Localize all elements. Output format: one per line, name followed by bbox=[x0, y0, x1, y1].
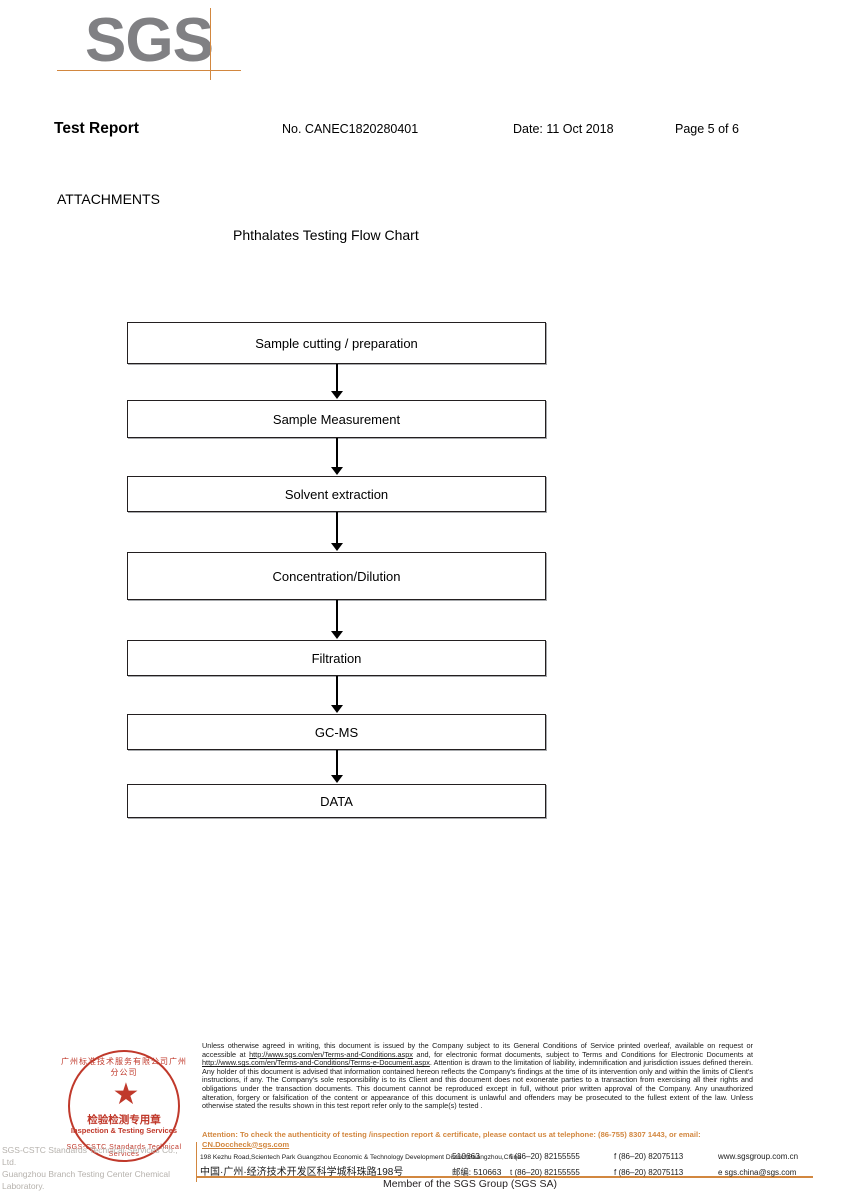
flow-arrow-down-icon bbox=[127, 676, 546, 714]
address-line-chinese: 中国·广州·经济技术开发区科学城科珠路198号 邮编: 510663 t (86–2… bbox=[200, 1163, 815, 1178]
address-en-zip: 510663 bbox=[452, 1151, 480, 1161]
address-cn-fax: f (86–20) 82075113 bbox=[614, 1168, 684, 1177]
seal-arc-top-text: 广州标准技术服务有限公司广州分公司 bbox=[61, 1057, 187, 1077]
sgs-logo: SGS bbox=[85, 6, 214, 75]
page-footer: 广州标准技术服务有限公司广州分公司 ★ 检验检测专用章 Inspection &… bbox=[0, 1036, 850, 1201]
flow-step-label: Concentration/Dilution bbox=[272, 568, 401, 584]
flow-step-label: Sample Measurement bbox=[272, 411, 401, 427]
seal-english-text: Inspection & Testing Services bbox=[70, 1126, 178, 1135]
footer-vertical-rule bbox=[196, 1142, 197, 1182]
report-header: Test Report No. CANEC1820280401 Date: 11… bbox=[0, 120, 850, 144]
terms-conditions-link[interactable]: http://www.sgs.com/en/Terms-and-Conditio… bbox=[202, 1058, 430, 1068]
seal-arc-bottom-text: SGS-CSTC Standards Technical Services bbox=[66, 1144, 182, 1158]
flow-arrow-down-icon bbox=[127, 512, 546, 552]
flow-step-box: GC-MS bbox=[127, 714, 546, 750]
report-number: No. CANEC1820280401 bbox=[282, 122, 419, 136]
attachments-heading: ATTACHMENTS bbox=[57, 191, 160, 207]
address-en-tel: t (86–20) 82155555 bbox=[510, 1152, 580, 1161]
star-icon: ★ bbox=[112, 1078, 140, 1111]
flow-step-label: DATA bbox=[320, 793, 353, 809]
inspection-seal-stamp: 广州标准技术服务有限公司广州分公司 ★ 检验检测专用章 Inspection &… bbox=[60, 1044, 192, 1176]
flow-arrow-down-icon bbox=[127, 750, 546, 784]
address-cn-email: e sgs.china@sgs.com bbox=[718, 1168, 797, 1177]
address-en-website: www.sgsgroup.com.cn bbox=[718, 1152, 799, 1161]
flow-step-label: Filtration bbox=[311, 650, 362, 666]
laboratory-name-line1: SGS-CSTC Standards Technical Services Co… bbox=[2, 1145, 178, 1167]
flow-arrow-down-icon bbox=[127, 438, 546, 476]
flow-step-box: Filtration bbox=[127, 640, 546, 676]
flow-step-box: Sample cutting / preparation bbox=[127, 322, 546, 364]
member-of-group-line: Member of the SGS Group (SGS SA) bbox=[0, 1178, 850, 1190]
address-en-street: 198 Kezhu Road,Scientech Park Guangzhou … bbox=[200, 1154, 521, 1161]
flow-step-box: Solvent extraction bbox=[127, 476, 546, 512]
address-line-english: 198 Kezhu Road,Scientech Park Guangzhou … bbox=[200, 1151, 815, 1161]
report-date: Date: 11 Oct 2018 bbox=[513, 122, 614, 136]
seal-circle bbox=[68, 1050, 180, 1162]
flow-chart-title: Phthalates Testing Flow Chart bbox=[233, 227, 419, 243]
disclaimer-text: Unless otherwise agreed in writing, this… bbox=[202, 1041, 753, 1111]
member-of-group-text: Member of the SGS Group (SGS SA) bbox=[383, 1178, 557, 1190]
page-number: Page 5 of 6 bbox=[675, 122, 739, 136]
masthead: SGS bbox=[0, 0, 850, 96]
address-cn-tel: t (86–20) 82155555 bbox=[510, 1168, 580, 1177]
flow-step-label: Sample cutting / preparation bbox=[255, 335, 418, 351]
flow-arrow-down-icon bbox=[127, 364, 546, 400]
logo-vertical-rule bbox=[210, 8, 211, 80]
page-title: Test Report bbox=[54, 120, 139, 137]
laboratory-name-line2: Guangzhou Branch Testing Center Chemical… bbox=[2, 1169, 171, 1191]
attention-notice: Attention: To check the authenticity of … bbox=[202, 1130, 701, 1149]
flow-step-box: Sample Measurement bbox=[127, 400, 546, 438]
footer-horizontal-rule bbox=[196, 1176, 813, 1178]
flow-step-box: DATA bbox=[127, 784, 546, 818]
flow-step-box: Concentration/Dilution bbox=[127, 552, 546, 600]
logo-horizontal-rule bbox=[57, 70, 241, 71]
flow-step-label: Solvent extraction bbox=[284, 486, 389, 502]
address-cn-street: 中国·广州·经济技术开发区科学城科珠路198号 bbox=[200, 1167, 404, 1178]
doccheck-email-link[interactable]: CN.Doccheck@sgs.com bbox=[202, 1139, 290, 1149]
flow-arrow-down-icon bbox=[127, 600, 546, 640]
address-cn-zip: 邮编: 510663 bbox=[452, 1167, 502, 1177]
flow-step-label: GC-MS bbox=[314, 724, 359, 740]
address-en-fax: f (86–20) 82075113 bbox=[614, 1152, 684, 1161]
seal-chinese-text: 检验检测专用章 bbox=[87, 1114, 161, 1126]
laboratory-name: SGS-CSTC Standards Technical Services Co… bbox=[2, 1144, 180, 1192]
terms-conditions-link[interactable]: http://www.sgs.com/en/Terms-and-Conditio… bbox=[249, 1049, 413, 1059]
